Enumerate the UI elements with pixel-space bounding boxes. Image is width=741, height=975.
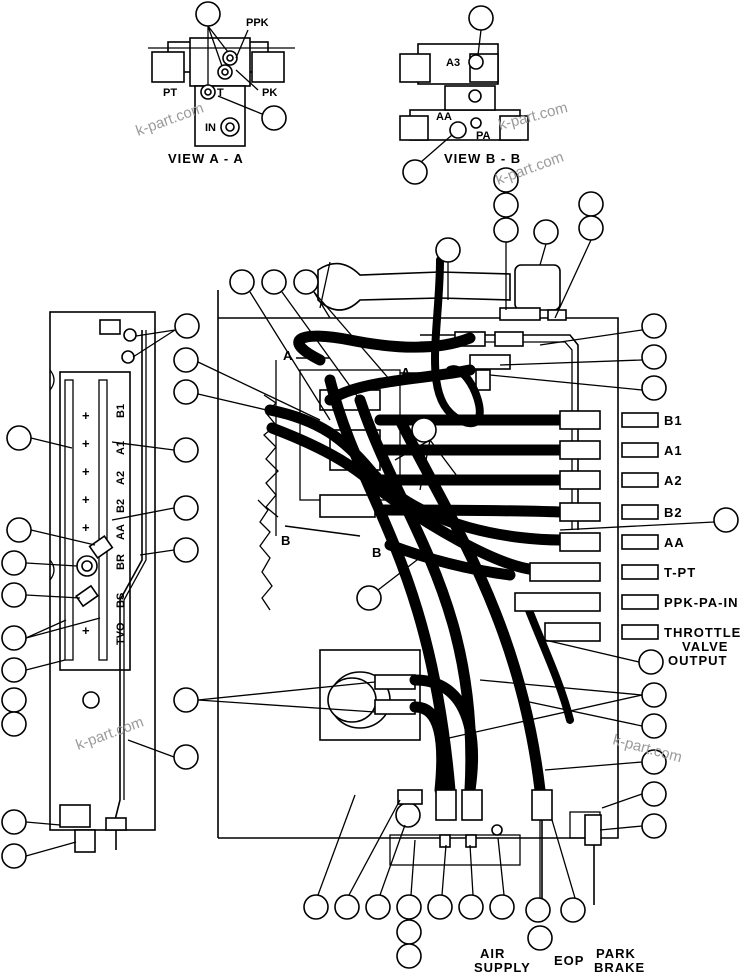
throttle-label-line2: VALVE bbox=[682, 639, 728, 654]
output-label-aa: AA bbox=[664, 535, 685, 550]
park-brake-line2: BRAKE bbox=[594, 960, 645, 975]
view-a-title: VIEW A - A bbox=[168, 151, 244, 166]
svg-text:+: + bbox=[82, 520, 91, 535]
air-supply-line1: AIR bbox=[480, 946, 505, 961]
panel-label-br: BR bbox=[115, 554, 127, 570]
svg-text:+: + bbox=[82, 436, 91, 451]
port-label-aa: AA bbox=[436, 111, 452, 123]
bottom-fittings bbox=[395, 789, 602, 905]
svg-text:+: + bbox=[82, 623, 91, 638]
port-label-pa: PA bbox=[476, 130, 491, 142]
panel-label-b2: B2 bbox=[115, 499, 127, 513]
port-label-pk: PK bbox=[262, 87, 277, 99]
port-label-a3: A3 bbox=[446, 57, 460, 69]
watermark: k-part.com bbox=[74, 714, 146, 754]
svg-text:+: + bbox=[82, 464, 91, 479]
left-panel: + + + + + + B1 A1 A2 B2 AA BR BS TVO bbox=[49, 311, 156, 853]
panel-label-b1: B1 bbox=[115, 404, 127, 418]
output-labels: B1 A1 A2 B2 AA T-PT PPK-PA-IN THROTTLE V… bbox=[664, 413, 741, 668]
section-mark-a-left: A bbox=[283, 348, 293, 363]
air-supply-line2: SUPPLY bbox=[474, 960, 531, 975]
output-label-ppk-pa-in: PPK-PA-IN bbox=[664, 595, 738, 610]
main-cabinet bbox=[217, 261, 619, 866]
left-callouts bbox=[1, 313, 200, 869]
output-label-a1: A1 bbox=[664, 443, 683, 458]
svg-text:+: + bbox=[82, 408, 91, 423]
output-label-b2: B2 bbox=[664, 505, 683, 520]
park-brake-line1: PARK bbox=[596, 946, 636, 961]
panel-label-a1: A1 bbox=[115, 441, 127, 455]
section-mark-b-right: B bbox=[372, 545, 382, 560]
panel-label-a2: A2 bbox=[115, 471, 127, 485]
output-label-t-pt: T-PT bbox=[664, 565, 696, 580]
port-label-ppk: PPK bbox=[246, 17, 269, 29]
port-label-pt: PT bbox=[163, 87, 177, 99]
panel-label-aa: AA bbox=[115, 524, 127, 540]
output-label-b1: B1 bbox=[664, 413, 683, 428]
output-label-a2: A2 bbox=[664, 473, 683, 488]
throttle-label-line1: THROTTLE bbox=[664, 625, 741, 640]
panel-label-tvo: TVO bbox=[115, 622, 127, 645]
port-label-t: T bbox=[217, 87, 224, 99]
panel-label-bs: BS bbox=[115, 593, 127, 608]
output-fittings bbox=[514, 410, 659, 642]
bottom-labels: AIR SUPPLY EOP PARK BRAKE bbox=[474, 946, 645, 975]
svg-text:+: + bbox=[82, 492, 91, 507]
eop-label: EOP bbox=[554, 953, 584, 968]
section-marks: A A B B bbox=[281, 348, 420, 560]
watermark: k-part.com bbox=[497, 99, 570, 134]
hose-bundle bbox=[264, 256, 574, 796]
view-a-assembly: PPK PT T PK IN VIEW A - A bbox=[148, 1, 295, 166]
bottom-callouts bbox=[303, 794, 586, 969]
view-b-assembly: A3 AA PA VIEW B - B bbox=[399, 5, 529, 185]
top-callouts bbox=[173, 167, 739, 839]
port-label-in: IN bbox=[205, 122, 216, 134]
throttle-label-line3: OUTPUT bbox=[668, 653, 727, 668]
section-mark-b-left: B bbox=[281, 533, 291, 548]
view-b-title: VIEW B - B bbox=[444, 151, 521, 166]
section-mark-a-right: A bbox=[401, 365, 411, 380]
